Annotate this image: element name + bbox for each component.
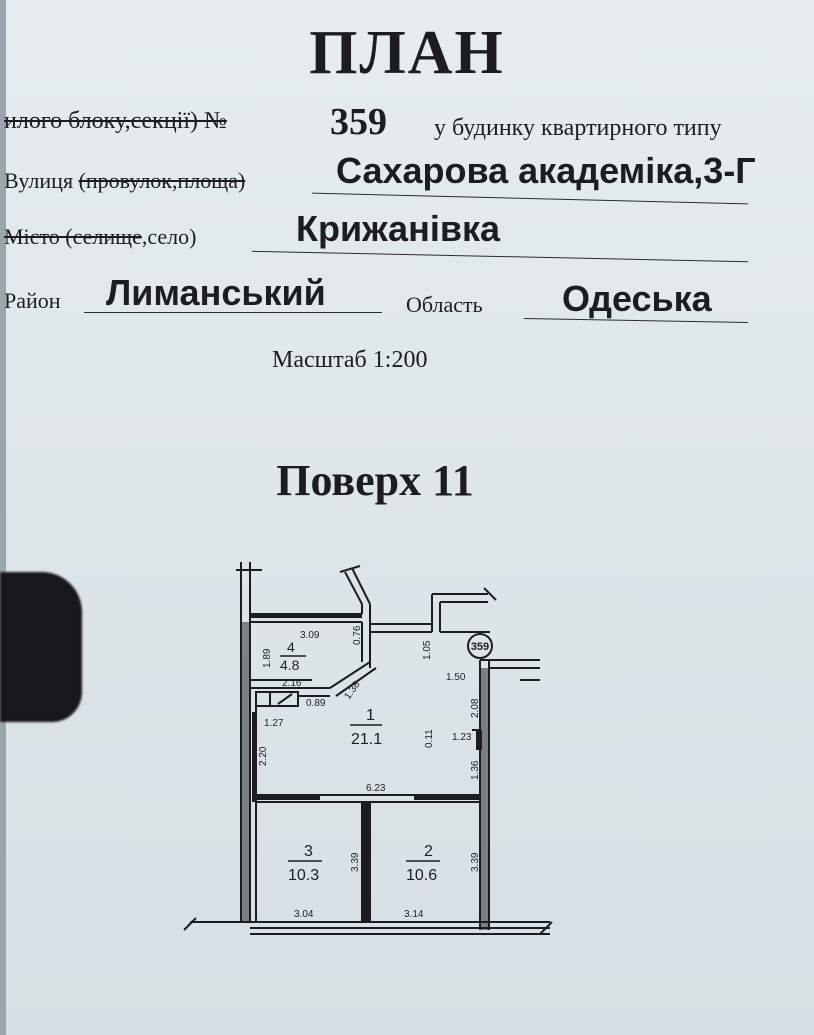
dim-136: 1.36: [470, 760, 481, 780]
dim-220: 2.20: [258, 746, 269, 766]
street-value: Сахарова академіка,3-Г: [336, 150, 756, 191]
city-label-struck: Місто (селище: [4, 224, 142, 249]
floor-label: Поверх 11: [276, 456, 474, 505]
room-3-area: 10.3: [288, 867, 319, 884]
dim-123: 1.23: [452, 732, 472, 743]
district-value: Лиманський: [106, 272, 326, 313]
dim-089: 0.89: [306, 698, 326, 709]
room-3-number: 3: [304, 843, 313, 860]
dim-076: 0.76: [352, 625, 363, 645]
street-label-struck: (провулок,площа): [78, 168, 246, 193]
room-2-area: 10.6: [406, 867, 437, 884]
dim-189: 1.89: [262, 648, 273, 668]
paper-edge: [0, 0, 6, 1035]
region-label: Область: [406, 292, 483, 317]
document-title: ПЛАН: [309, 19, 505, 87]
building-type-label: у будинку квартирного типу: [434, 115, 722, 141]
dim-011: 0.11: [424, 729, 435, 748]
city-value: Крижанівка: [296, 208, 500, 249]
finger-shadow: [0, 572, 82, 722]
apartment-marker-circle: [467, 633, 493, 659]
dim-208: 2.08: [470, 698, 481, 718]
dim-150: 1.50: [446, 672, 466, 683]
dim-309: 3.09: [300, 630, 320, 641]
block-number: 359: [330, 101, 387, 143]
room-1-number: 1: [366, 707, 375, 724]
plan-thick-walls: [241, 614, 489, 930]
dim-304: 3.04: [294, 909, 314, 920]
district-label: Район: [4, 288, 61, 313]
street-label-plain: Вулиця: [4, 168, 79, 193]
dim-339-left: 3.39: [350, 852, 361, 872]
room-4-number: 4: [287, 639, 295, 655]
city-label-plain: ,село): [141, 224, 197, 249]
apartment-marker: 359: [471, 641, 489, 653]
dim-623: 6.23: [366, 783, 386, 794]
block-label: илого блоку,секції) №: [4, 108, 227, 134]
street-label: Вулиця (провулок,площа): [4, 168, 245, 194]
region-value: Одеська: [562, 278, 712, 319]
dim-314: 3.14: [404, 909, 424, 920]
scale-label: Масштаб 1:200: [272, 347, 428, 373]
room-2-number: 2: [424, 843, 433, 860]
room-4-area: 4.8: [280, 657, 300, 673]
dim-216: 2.16: [282, 678, 302, 689]
dim-127: 1.27: [264, 718, 284, 729]
dim-105: 1.05: [422, 640, 433, 660]
room-1-area: 21.1: [351, 731, 382, 748]
dim-138: 1.38: [342, 679, 362, 702]
dim-339-right: 3.39: [470, 852, 481, 872]
district-underline: [84, 312, 382, 313]
city-label: Місто (селище,село): [4, 224, 196, 250]
